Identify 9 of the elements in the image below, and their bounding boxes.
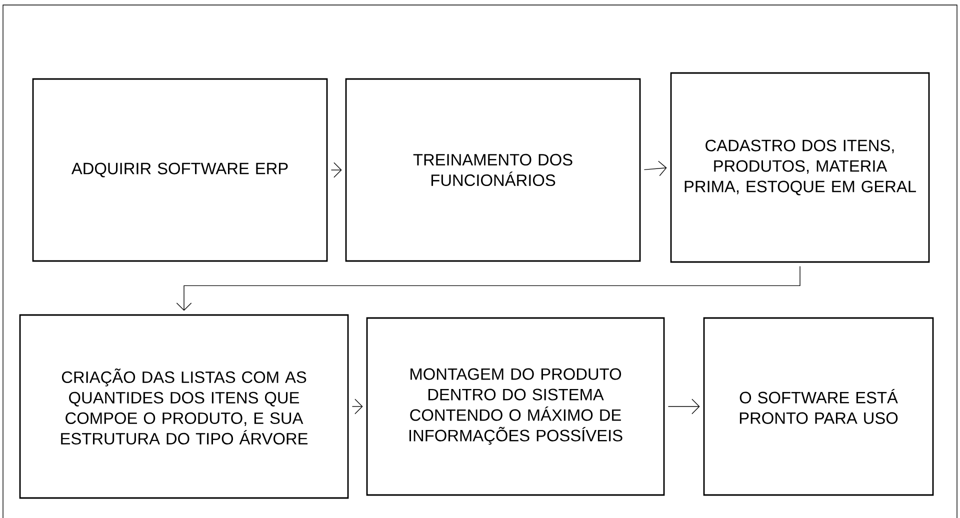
- process-box: MONTAGEM DO PRODUTO DENTRO DO SISTEMA CONTENDO O MÁXIMO DE INFORMAÇÕES POSSÍVEIS: [366, 317, 665, 496]
- arrow: [176, 266, 800, 311]
- arrow: [668, 398, 700, 414]
- process-box: O SOFTWARE ESTÁ PRONTO PARA USO: [703, 317, 934, 496]
- process-box: ADQUIRIR SOFTWARE ERP: [32, 78, 328, 262]
- process-box: CADASTRO DOS ITENS, PRODUTOS, MATERIA PRIMA, ESTOQUE EM GERAL: [670, 72, 930, 263]
- process-box: TREINAMENTO DOS FUNCIONÁRIOS: [345, 78, 641, 262]
- process-box: CRIAÇÃO DAS LISTAS COM AS QUANTIDES DOS ITENS QUE COMPOE O PRODUTO, E SUA ESTRUTURA DO TIPO ÁRVORE: [19, 314, 349, 499]
- arrow: [644, 160, 667, 176]
